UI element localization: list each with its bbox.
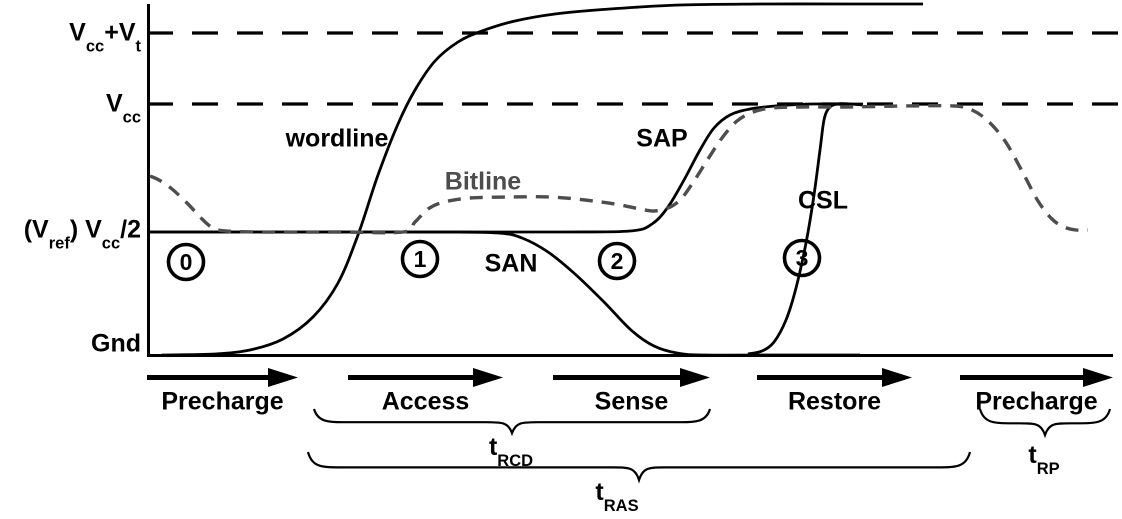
brace-tras xyxy=(306,451,972,484)
phase-arrow-head-0 xyxy=(268,368,298,387)
brace-trp xyxy=(978,408,1112,439)
phase-arrow-head-3 xyxy=(882,368,912,387)
phase-arrow-head-1 xyxy=(473,368,503,387)
event-marker-number-0: 0 xyxy=(180,249,193,275)
event-marker-circle-3 xyxy=(782,238,822,278)
event-marker-number-2: 2 xyxy=(611,248,624,274)
event-marker-number-3: 3 xyxy=(796,245,809,271)
san-curve xyxy=(147,230,860,357)
event-marker-circle-1 xyxy=(400,239,440,279)
brace-trcd xyxy=(312,408,712,437)
event-marker-circle-0 xyxy=(166,242,206,282)
phase-arrow-head-2 xyxy=(680,368,710,387)
phase-arrow-head-4 xyxy=(1083,368,1113,387)
event-marker-circle-2 xyxy=(597,241,637,281)
event-marker-number-1: 1 xyxy=(414,246,427,272)
sap-curve xyxy=(147,102,863,234)
bitline-curve xyxy=(149,103,1089,235)
wordline-curve xyxy=(161,2,923,357)
csl-curve xyxy=(747,102,864,356)
